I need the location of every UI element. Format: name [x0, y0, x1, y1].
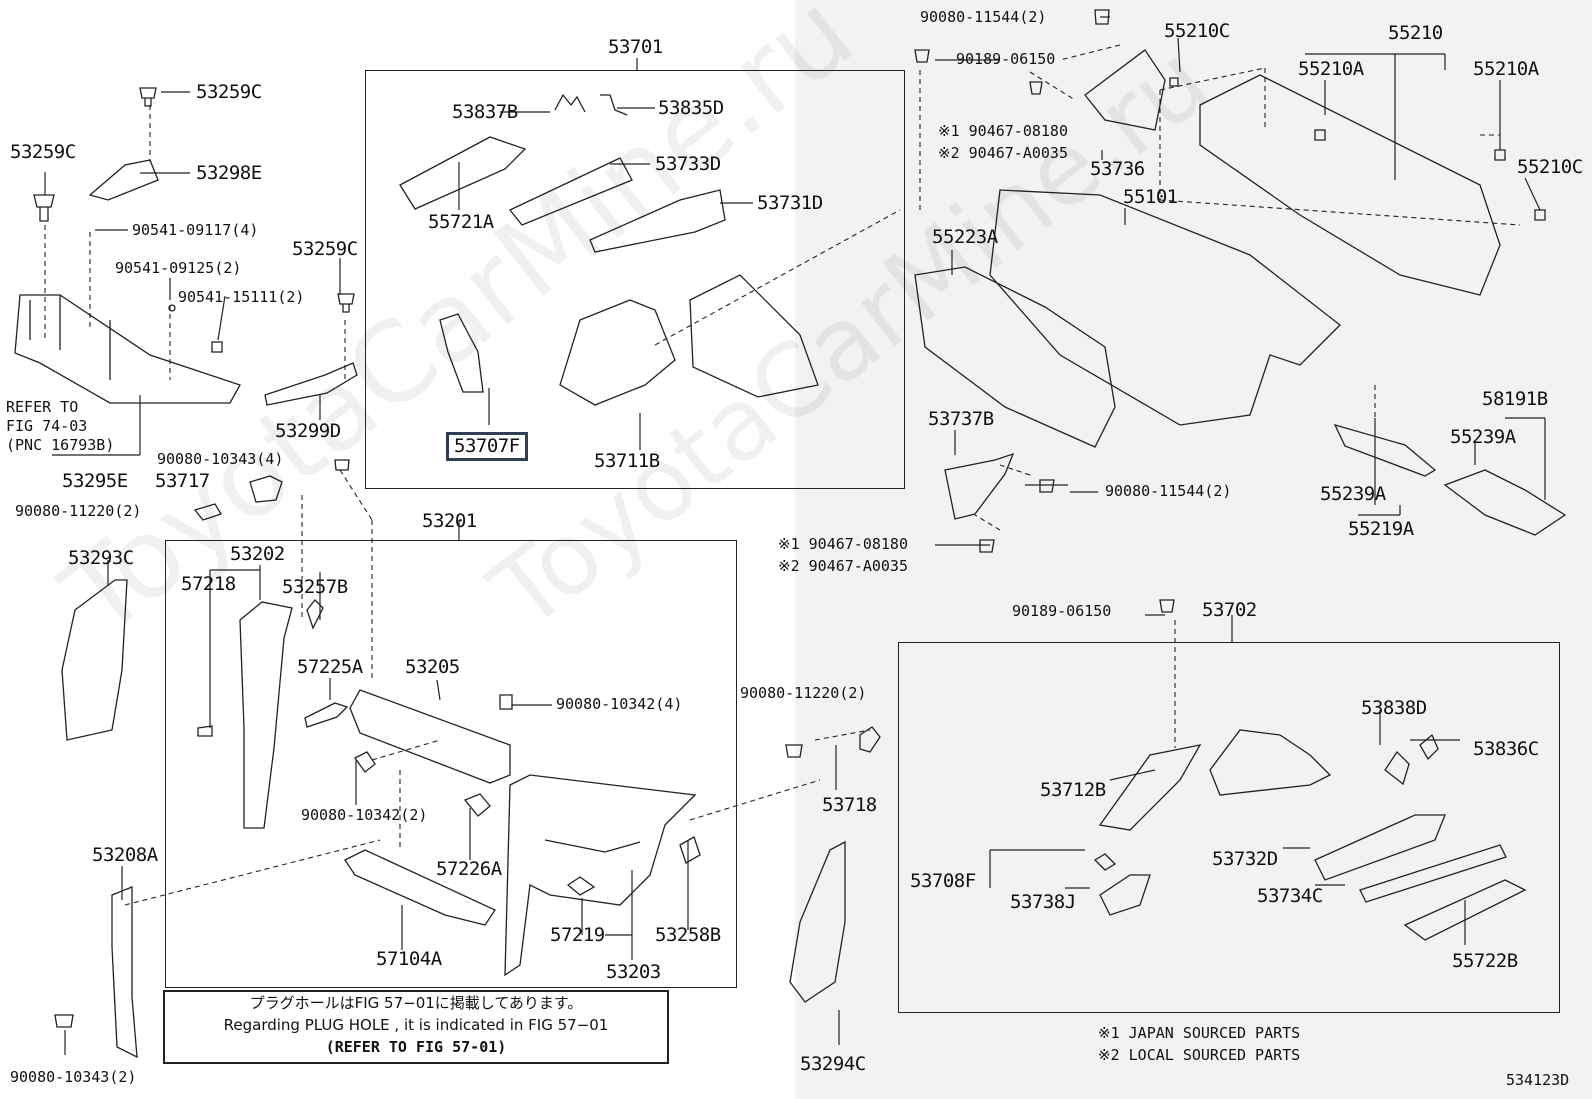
part-label-53717[interactable]: 53717 — [155, 470, 210, 492]
group-box-53201 — [165, 540, 737, 988]
plug-hole-note: プラグホールはFIG 57−01に掲載してあります。 Regarding PLU… — [163, 990, 669, 1064]
part-label-90080-10343-4[interactable]: 90080-10343(4) — [157, 450, 284, 468]
part-label-53295E[interactable]: 53295E — [62, 470, 128, 492]
part-label-90080-11544[interactable]: 90080-11544(2) — [920, 8, 1047, 26]
part-label-53259C[interactable]: 53259C — [292, 238, 358, 260]
part-label-58191B[interactable]: 58191B — [1482, 388, 1548, 410]
legend-japan-sourced: ※1 JAPAN SOURCED PARTS — [1098, 1024, 1301, 1042]
part-label-53737B[interactable]: 53737B — [928, 408, 994, 430]
part-label-90467-08180[interactable]: ※1 90467-08180 — [938, 122, 1068, 140]
part-label-53259C[interactable]: 53259C — [10, 141, 76, 163]
part-shapes — [14, 9, 1567, 1059]
part-label-53205[interactable]: 53205 — [405, 656, 460, 678]
part-label-55210A[interactable]: 55210A — [1473, 58, 1539, 80]
part-label-57219[interactable]: 57219 — [550, 924, 605, 946]
part-label-53208A[interactable]: 53208A — [92, 844, 158, 866]
refer-note-line2: FIG 74-03 — [6, 417, 88, 435]
part-label-53299D[interactable]: 53299D — [275, 420, 341, 442]
part-label-53838D[interactable]: 53838D — [1361, 697, 1427, 719]
part-label-53294C[interactable]: 53294C — [800, 1053, 866, 1075]
part-label-53711B[interactable]: 53711B — [594, 450, 660, 472]
part-label-55210[interactable]: 55210 — [1388, 22, 1443, 44]
part-label-55223A[interactable]: 55223A — [932, 226, 998, 248]
part-label-53201[interactable]: 53201 — [422, 510, 477, 532]
part-label-53257B[interactable]: 53257B — [282, 576, 348, 598]
part-label-53731D[interactable]: 53731D — [757, 192, 823, 214]
part-label-53733D[interactable]: 53733D — [655, 153, 721, 175]
part-label-53203[interactable]: 53203 — [606, 961, 661, 983]
part-label-57225A[interactable]: 57225A — [297, 656, 363, 678]
part-label-53837B[interactable]: 53837B — [452, 101, 518, 123]
part-label-53732D[interactable]: 53732D — [1212, 848, 1278, 870]
legend-local-sourced: ※2 LOCAL SOURCED PARTS — [1098, 1046, 1301, 1064]
part-label-90080-11220[interactable]: 90080-11220(2) — [15, 502, 142, 520]
part-label-53701[interactable]: 53701 — [608, 36, 663, 58]
part-label-53738J[interactable]: 53738J — [1010, 891, 1076, 913]
leader-lines — [44, 16, 1546, 1055]
part-label-53702[interactable]: 53702 — [1202, 599, 1257, 621]
part-label-90189-06150[interactable]: 90189-06150 — [956, 50, 1056, 68]
part-label-90080-10343-2[interactable]: 90080-10343(2) — [10, 1068, 137, 1086]
dashed-lines — [44, 44, 1521, 906]
part-label-90080-11220[interactable]: 90080-11220(2) — [740, 684, 867, 702]
refer-note-line3: (PNC 16793B) — [6, 436, 115, 454]
part-label-53293C[interactable]: 53293C — [68, 547, 134, 569]
diagram-code: 534123D — [1506, 1071, 1570, 1089]
part-label-55101[interactable]: 55101 — [1123, 186, 1178, 208]
part-label-55722B[interactable]: 55722B — [1452, 950, 1518, 972]
part-label-53736[interactable]: 53736 — [1090, 158, 1145, 180]
group-box-53701 — [365, 70, 905, 489]
note-line-refer: (REFER TO FIG 57-01) — [325, 1038, 507, 1056]
group-box-53702 — [898, 642, 1560, 1013]
part-label-53718[interactable]: 53718 — [822, 794, 877, 816]
part-label-53734C[interactable]: 53734C — [1257, 885, 1323, 907]
source-legend: ※1 JAPAN SOURCED PARTS ※2 LOCAL SOURCED … — [1098, 1022, 1300, 1066]
part-label-53258B[interactable]: 53258B — [655, 924, 721, 946]
part-label-55239A[interactable]: 55239A — [1320, 483, 1386, 505]
part-label-55210C[interactable]: 55210C — [1164, 20, 1230, 42]
part-label-90080-11544[interactable]: 90080-11544(2) — [1105, 482, 1232, 500]
part-label-57218[interactable]: 57218 — [181, 573, 236, 595]
part-label-53712B[interactable]: 53712B — [1040, 779, 1106, 801]
part-label-90467-A0035[interactable]: ※2 90467-A0035 — [938, 144, 1068, 162]
part-label-53708F[interactable]: 53708F — [910, 870, 976, 892]
part-label-90080-10342-4[interactable]: 90080-10342(4) — [556, 695, 683, 713]
part-label-53836C[interactable]: 53836C — [1473, 738, 1539, 760]
part-label-57104A[interactable]: 57104A — [376, 948, 442, 970]
part-label-90467-A0035[interactable]: ※2 90467-A0035 — [778, 557, 908, 575]
part-label-53835D[interactable]: 53835D — [658, 97, 724, 119]
part-label-55721A[interactable]: 55721A — [428, 211, 494, 233]
part-label-90541-15111[interactable]: 90541-15111(2) — [178, 288, 305, 306]
part-label-53707F[interactable]: 53707F — [446, 432, 528, 461]
part-label-90541-09125[interactable]: 90541-09125(2) — [115, 259, 242, 277]
refer-note-line1: REFER TO — [6, 398, 79, 416]
part-label-55210C[interactable]: 55210C — [1517, 156, 1583, 178]
part-label-53298E[interactable]: 53298E — [196, 162, 262, 184]
note-line-japanese: プラグホールはFIG 57−01に掲載してあります。 — [249, 994, 583, 1012]
part-label-90541-09117[interactable]: 90541-09117(4) — [132, 221, 259, 239]
right-panel-background — [795, 0, 1592, 1099]
part-label-55210A[interactable]: 55210A — [1298, 58, 1364, 80]
part-label-53259C[interactable]: 53259C — [196, 81, 262, 103]
part-label-90189-06150[interactable]: 90189-06150 — [1012, 602, 1112, 620]
part-label-53202[interactable]: 53202 — [230, 543, 285, 565]
part-label-55239A[interactable]: 55239A — [1450, 426, 1516, 448]
note-line-english: Regarding PLUG HOLE , it is indicated in… — [223, 1016, 609, 1034]
part-label-57226A[interactable]: 57226A — [436, 858, 502, 880]
part-label-90080-10342-2[interactable]: 90080-10342(2) — [301, 806, 428, 824]
part-label-90467-08180[interactable]: ※1 90467-08180 — [778, 535, 908, 553]
part-label-55219A[interactable]: 55219A — [1348, 518, 1414, 540]
